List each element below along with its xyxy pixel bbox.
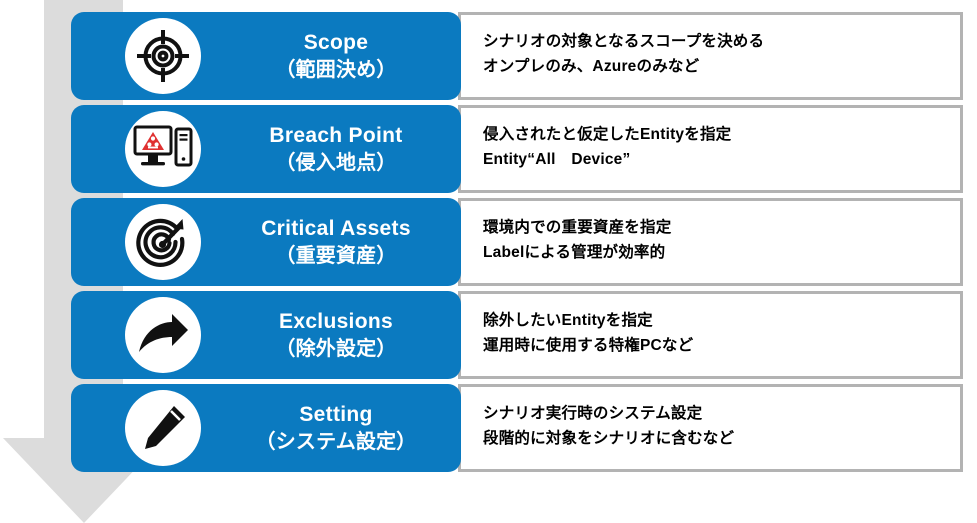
- step-description-line-2: Entity“All Device”: [483, 151, 631, 168]
- target-crosshair-icon: [125, 18, 201, 94]
- curved-arrow-redirect-icon: [125, 297, 201, 373]
- step-row: 環境内での重要資産を指定 Labelによる管理が効率的 Critical Ass…: [0, 198, 977, 286]
- step-title-en: Setting: [299, 402, 373, 426]
- step-title-ja: （システム設定）: [255, 430, 417, 453]
- step-bar-labels: Scope （範囲決め）: [219, 12, 453, 100]
- step-title-ja: （重要資産）: [275, 244, 397, 267]
- step-title-ja: （侵入地点）: [275, 151, 397, 174]
- step-bar-breach-point[interactable]: Breach Point （侵入地点）: [71, 105, 461, 193]
- step-title-en: Critical Assets: [261, 216, 411, 240]
- step-description-line-1: 環境内での重要資産を指定: [483, 219, 672, 236]
- step-description-line-2: オンプレのみ、Azureのみなど: [483, 58, 700, 75]
- step-description-line-2: 運用時に使用する特権PCなど: [483, 337, 694, 354]
- step-description-box: シナリオの対象となるスコープを決める オンプレのみ、Azureのみなど: [458, 12, 963, 100]
- compromised-computer-warning-icon: [125, 111, 201, 187]
- step-description-box: 環境内での重要資産を指定 Labelによる管理が効率的: [458, 198, 963, 286]
- step-description-line-1: シナリオの対象となるスコープを決める: [483, 33, 765, 50]
- step-bar-scope[interactable]: Scope （範囲決め）: [71, 12, 461, 100]
- step-title-en: Scope: [303, 30, 369, 54]
- step-description-line-1: 除外したいEntityを指定: [483, 312, 653, 329]
- step-row: 侵入されたと仮定したEntityを指定 Entity“All Device”: [0, 105, 977, 193]
- step-description-box: 除外したいEntityを指定 運用時に使用する特権PCなど: [458, 291, 963, 379]
- dartboard-arrow-icon: [125, 204, 201, 280]
- step-title-en: Exclusions: [279, 309, 393, 333]
- step-row: シナリオ実行時のシステム設定 段階的に対象をシナリオに含むなど Setting …: [0, 384, 977, 472]
- step-bar-critical-assets[interactable]: Critical Assets （重要資産）: [71, 198, 461, 286]
- step-bar-labels: Setting （システム設定）: [219, 384, 453, 472]
- step-description-line-1: 侵入されたと仮定したEntityを指定: [483, 126, 732, 143]
- step-bar-labels: Breach Point （侵入地点）: [219, 105, 453, 193]
- pencil-edit-icon: [125, 390, 201, 466]
- step-row: シナリオの対象となるスコープを決める オンプレのみ、Azureのみなど: [0, 12, 977, 100]
- step-bar-labels: Exclusions （除外設定）: [219, 291, 453, 379]
- step-bar-setting[interactable]: Setting （システム設定）: [71, 384, 461, 472]
- step-description-line-1: シナリオ実行時のシステム設定: [483, 405, 703, 422]
- step-description-line-2: 段階的に対象をシナリオに含むなど: [483, 430, 735, 447]
- step-row: 除外したいEntityを指定 運用時に使用する特権PCなど Exclusions…: [0, 291, 977, 379]
- step-description-box: 侵入されたと仮定したEntityを指定 Entity“All Device”: [458, 105, 963, 193]
- step-bar-labels: Critical Assets （重要資産）: [219, 198, 453, 286]
- step-description-line-2: Labelによる管理が効率的: [483, 244, 666, 261]
- step-bar-exclusions[interactable]: Exclusions （除外設定）: [71, 291, 461, 379]
- step-description-box: シナリオ実行時のシステム設定 段階的に対象をシナリオに含むなど: [458, 384, 963, 472]
- step-title-en: Breach Point: [269, 123, 403, 147]
- step-title-ja: （範囲決め）: [275, 58, 397, 81]
- step-title-ja: （除外設定）: [275, 337, 397, 360]
